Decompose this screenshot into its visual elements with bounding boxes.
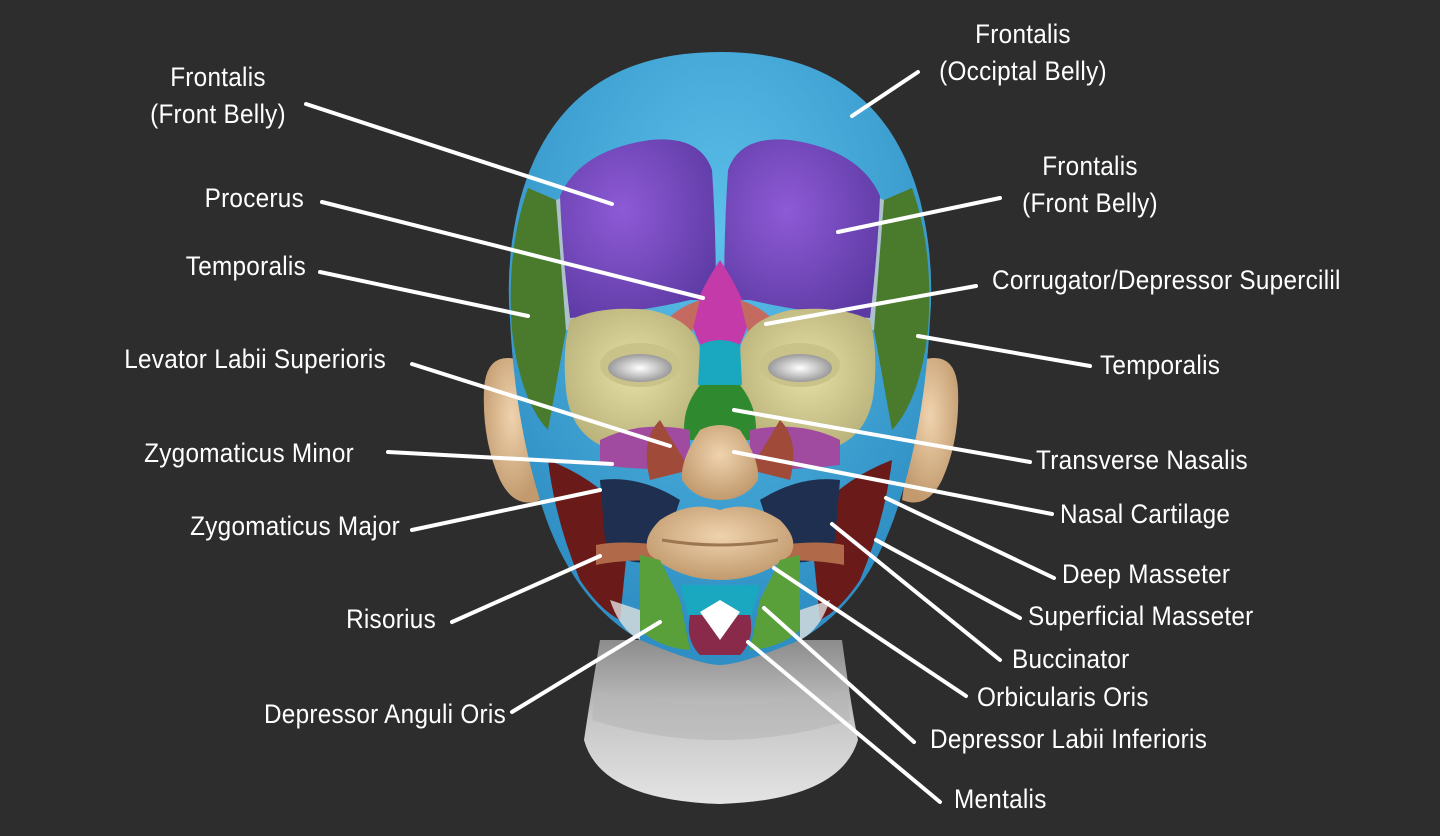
label-orbicularis-oris: Orbicularis Oris <box>977 682 1149 712</box>
label-buccinator: Buccinator <box>1012 644 1130 674</box>
eyes <box>600 343 840 387</box>
label-levator-labii: Levator Labii Superioris <box>124 344 387 374</box>
transverse-nasalis-shape <box>684 385 756 440</box>
label-frontalis-front-left: Frontalis (Front Belly) <box>150 62 286 129</box>
label-deep-masseter: Deep Masseter <box>1062 559 1231 589</box>
leader-corrugator <box>764 284 978 326</box>
leader-temporalis-right <box>916 334 1092 368</box>
label-zygomaticus-major: Zygomaticus Major <box>190 511 400 541</box>
lips-shape <box>646 506 794 580</box>
label-depressor-labii: Depressor Labii Inferioris <box>930 724 1208 754</box>
label-frontalis-occipital: Frontalis (Occiptal Belly) <box>939 19 1107 86</box>
temporalis-left-shape <box>510 188 566 430</box>
leader-transverse-nasalis <box>732 408 1032 464</box>
label-risorius: Risorius <box>346 604 436 634</box>
label-depressor-anguli: Depressor Anguli Oris <box>263 699 506 729</box>
label-superficial-masseter: Superficial Masseter <box>1028 601 1254 631</box>
temporalis-right-shape <box>874 188 930 430</box>
leader-frontalis-front-right <box>836 196 1002 234</box>
label-corrugator: Corrugator/Depressor Supercilil <box>992 265 1341 295</box>
ears <box>483 358 959 503</box>
nasal-teal <box>698 340 742 385</box>
leader-superficial-masseter <box>874 538 1022 620</box>
label-frontalis-front-right: Frontalis (Front Belly) <box>1022 151 1158 218</box>
leader-orbicularis-oris <box>772 566 968 698</box>
nose-cartilage-shape <box>681 425 759 500</box>
leader-zygomaticus-minor <box>386 450 614 466</box>
label-procerus: Procerus <box>204 183 304 213</box>
leader-deep-masseter <box>884 496 1056 580</box>
leader-depressor-anguli <box>510 620 662 714</box>
leader-mentalis <box>746 640 942 804</box>
label-zygomaticus-minor: Zygomaticus Minor <box>144 438 354 468</box>
leader-levator-labii <box>410 362 672 448</box>
label-nasal-cartilage: Nasal Cartilage <box>1060 499 1231 529</box>
leader-procerus <box>320 200 705 300</box>
label-mentalis: Mentalis <box>954 784 1047 814</box>
leader-temporalis-left <box>318 270 530 318</box>
leader-zygomaticus-major <box>410 488 602 532</box>
label-temporalis-right: Temporalis <box>1100 350 1221 380</box>
label-transverse-nasalis: Transverse Nasalis <box>1036 445 1248 475</box>
leader-nasal-cartilage <box>732 450 1054 516</box>
leader-risorius <box>450 554 602 624</box>
frontalis-right-shape <box>724 139 880 318</box>
leader-frontalis-occipital <box>850 70 920 118</box>
leader-buccinator <box>830 522 1002 662</box>
leader-frontalis-front-left <box>304 102 614 206</box>
leader-depressor-labii <box>762 606 916 744</box>
neck-stand <box>584 640 858 804</box>
label-temporalis-left: Temporalis <box>185 251 306 281</box>
